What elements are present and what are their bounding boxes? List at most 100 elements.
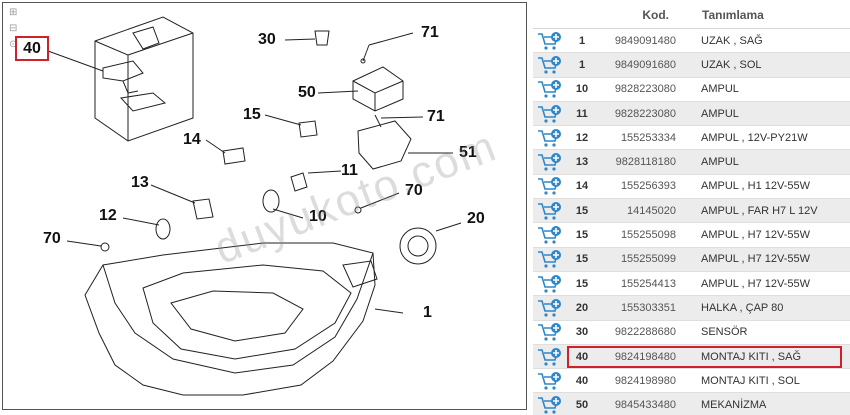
- add-to-cart-icon[interactable]: [537, 274, 563, 294]
- bracket-lower: [119, 92, 167, 112]
- add-to-cart-icon[interactable]: [537, 104, 563, 124]
- table-row[interactable]: 30 9822288680 SENSÖR: [533, 321, 850, 345]
- callout-1[interactable]: 1: [423, 304, 432, 321]
- row-description: AMPUL: [701, 156, 739, 169]
- row-part-code: 9828223080: [614, 107, 676, 120]
- callout-14[interactable]: 14: [183, 131, 201, 148]
- row-part-code: 155303351: [620, 301, 676, 314]
- callout-15[interactable]: 15: [243, 106, 261, 123]
- row-position: 50: [575, 399, 589, 412]
- callout-71[interactable]: 71: [427, 108, 445, 125]
- callout-50[interactable]: 50: [298, 84, 316, 101]
- row-description: AMPUL , H1 12V-55W: [701, 180, 811, 193]
- callout-13[interactable]: 13: [131, 174, 149, 191]
- callout-20[interactable]: 20: [467, 210, 485, 227]
- add-to-cart-icon[interactable]: [537, 176, 563, 196]
- row-part-code: 155254413: [620, 277, 676, 290]
- row-position: 11: [576, 107, 588, 120]
- add-to-cart-icon[interactable]: [537, 152, 563, 172]
- zoom-in-icon[interactable]: ⊞: [9, 7, 18, 18]
- bulb-13: [192, 198, 214, 220]
- row-description: MONTAJ KITI , SOL: [701, 374, 800, 387]
- row-description: MONTAJ KITI , SAĞ: [701, 350, 802, 363]
- row-description: SENSÖR: [701, 326, 748, 339]
- row-position: 30: [575, 326, 589, 339]
- exploded-parts-diagram: ⊞ ⊟ ⊙ 40 30 71 50 15 71 14 11 51 13 70 1…: [2, 2, 527, 410]
- row-description: AMPUL: [701, 107, 739, 120]
- add-to-cart-icon[interactable]: [537, 298, 563, 318]
- reset-view-icon[interactable]: ⊙: [9, 39, 18, 50]
- callout-71[interactable]: 71: [421, 24, 439, 41]
- row-part-code: 14145020: [627, 204, 676, 217]
- add-to-cart-icon[interactable]: [537, 395, 563, 415]
- callout-40-selected[interactable]: 40: [15, 36, 49, 61]
- zoom-out-icon[interactable]: ⊟: [9, 23, 18, 34]
- add-to-cart-icon[interactable]: [537, 31, 563, 51]
- add-to-cart-icon[interactable]: [537, 55, 563, 75]
- row-description: AMPUL , FAR H7 L 12V: [701, 204, 818, 217]
- add-to-cart-icon[interactable]: [537, 225, 563, 245]
- row-description: AMPUL , H7 12V-55W: [701, 277, 811, 290]
- add-to-cart-icon[interactable]: [537, 128, 563, 148]
- add-to-cart-icon[interactable]: [537, 322, 563, 342]
- row-description: AMPUL: [701, 83, 739, 96]
- row-description: AMPUL , H7 12V-55W: [701, 253, 811, 266]
- bulb-12: [155, 218, 171, 240]
- row-part-code: 9824198980: [614, 374, 676, 387]
- table-row[interactable]: 11 9828223080 AMPUL: [533, 101, 850, 127]
- row-part-code: 9849091480: [614, 34, 676, 47]
- bracket-51: [357, 120, 412, 170]
- bulb-11: [290, 172, 308, 192]
- bracket-upper: [102, 60, 144, 94]
- row-part-code: 9849091680: [614, 58, 676, 71]
- row-position: 15: [575, 229, 589, 242]
- add-to-cart-icon[interactable]: [537, 371, 563, 391]
- callout-51[interactable]: 51: [459, 144, 477, 161]
- add-to-cart-icon[interactable]: [537, 201, 563, 221]
- table-row[interactable]: 50 9845433480 MEKANİZMA: [533, 393, 850, 415]
- row-description: AMPUL , H7 12V-55W: [701, 229, 811, 242]
- row-position: 15: [575, 253, 589, 266]
- callout-70[interactable]: 70: [43, 230, 61, 247]
- row-position: 1: [578, 58, 586, 71]
- table-row[interactable]: 15 14145020 AMPUL , FAR H7 L 12V: [533, 199, 850, 224]
- callout-70[interactable]: 70: [405, 182, 423, 199]
- row-description: HALKA , ÇAP 80: [701, 301, 784, 314]
- module-part: [352, 66, 404, 112]
- callout-10[interactable]: 10: [309, 208, 327, 225]
- table-header: Kod. Tanımlama: [533, 2, 850, 29]
- bulb-15: [298, 120, 318, 138]
- row-description: MEKANİZMA: [701, 399, 767, 412]
- callout-30[interactable]: 30: [258, 31, 276, 48]
- add-to-cart-icon[interactable]: [537, 79, 563, 99]
- row-position: 1: [578, 34, 586, 47]
- callout-11[interactable]: 11: [341, 162, 358, 179]
- row-position: 40: [575, 350, 589, 363]
- row-part-code: 9822288680: [614, 326, 676, 339]
- row-position: 15: [575, 204, 589, 217]
- bulb-10: [262, 189, 280, 213]
- row-part-code: 9828118180: [615, 156, 676, 169]
- mounting-kit-box: [94, 16, 194, 142]
- add-to-cart-icon[interactable]: [537, 347, 563, 367]
- row-part-code: 9845433480: [614, 399, 676, 412]
- add-to-cart-icon[interactable]: [537, 249, 563, 269]
- diagram-drawing: [47, 16, 462, 396]
- callout-12[interactable]: 12: [99, 207, 117, 224]
- header-tanimlama: Tanımlama: [702, 8, 764, 22]
- header-kod: Kod.: [642, 8, 669, 22]
